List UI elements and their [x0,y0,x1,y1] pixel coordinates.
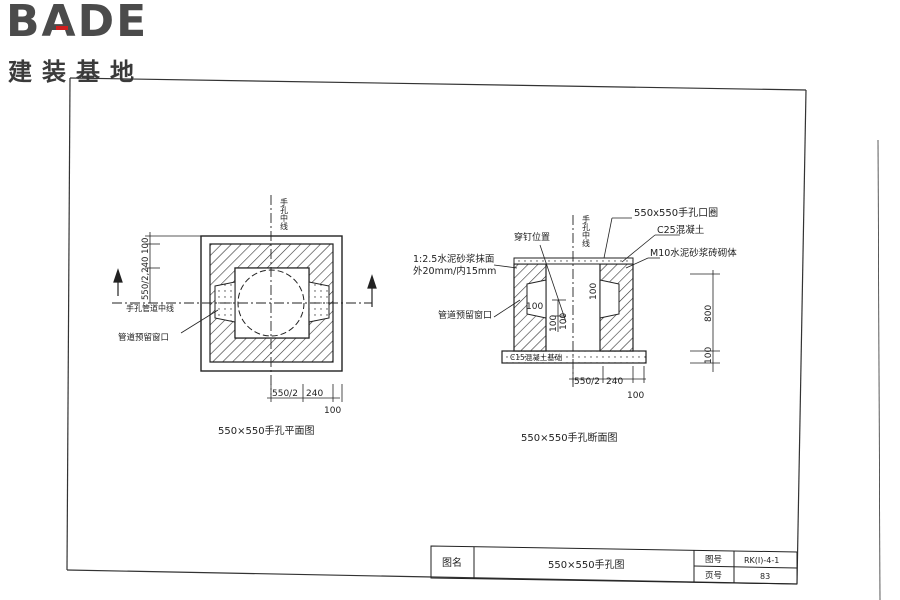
section-collar [513,257,634,265]
title-block-name-value: 550×550手孔图 [548,558,625,571]
section-label-nail: 穿钉位置 [514,231,550,243]
plan-dim-vertical [145,232,201,303]
section-dim-100-bottom: 100 [627,391,644,401]
section-label-center: 手孔中线 [582,214,591,247]
section-dim-240: 240 [606,377,623,387]
section-dim-100-c: 100 [559,313,569,330]
title-block-text: 图名 550×550手孔图 图号 RK(I)-4-1 页号 83 [442,555,779,581]
section-arrow-left [113,268,123,296]
plan-title: 550×550手孔平面图 [218,424,315,437]
title-block-page-label: 页号 [705,571,722,581]
section-label-plaster-1: 1:2.5水泥砂浆抹面 [413,253,494,265]
logo-subtitle: 建装基地 [8,58,144,86]
section-label-plaster-2: 外20mm/内15mm [413,265,496,277]
plan-dim-vertical-text: 550/2,240 100 [141,238,151,300]
plan-label-center: 手孔中线 [280,197,289,230]
sheet-frame [66,77,881,600]
logo-brand: BADE [6,0,149,47]
section-dim-bottom [569,366,646,383]
section-dim-half: 550/2 [574,377,600,387]
title-block-drawing-no-value: RK(I)-4-1 [744,556,779,565]
section-dim-100-a: 100 [526,302,543,312]
plan-dim-bottom [267,384,343,402]
section-dim-800: 800 [704,305,714,322]
section-label-c25: C25混凝土 [657,224,705,236]
section-arrow-right [367,274,377,307]
section-leaders [493,217,680,323]
plan-label-pipe-window: 管道预留窗口 [118,332,169,343]
section-title: 550×550手孔断面图 [521,431,618,444]
section-pipe-windows [526,279,620,319]
section-label-pipe-window: 管道预留窗口 [438,309,492,321]
plan-pipe-windows [214,281,330,323]
plan-base-outline [200,235,343,372]
title-block-name-label: 图名 [442,556,462,569]
section-dim-inner [552,299,566,332]
plan-label-pipe-center: 手孔管道中线 [126,303,174,313]
section-label-m10: M10水泥砂浆砖砌体 [650,247,737,259]
plan-dim-240: 240 [306,389,323,399]
section-dim-100-b: 100 [549,315,559,332]
section-dim-right [690,270,720,372]
plan-dim-100: 100 [324,406,341,416]
section-labels: 手孔中线 550x550手孔口圈 C25混凝土 M10水泥砂浆砖砌体 1:2.5… [413,206,737,444]
section-label-cover: 550x550手孔口圈 [634,206,718,219]
logo: BADE 建装基地 [6,0,181,86]
title-block-drawing-no-label: 图号 [705,555,722,565]
plan-dim-half: 550/2 [272,389,298,399]
title-block [430,545,798,585]
section-dim-100-d: 100 [589,283,599,300]
section-label-base: C15混凝土基础 [510,352,562,362]
plan-window-leader [180,309,219,334]
title-block-page-value: 83 [760,572,770,581]
logo-accent [56,26,68,30]
plan-view [112,195,377,402]
section-view [493,215,720,388]
section-dim-100-right: 100 [704,347,714,364]
plan-labels: 手孔中线 手孔管道中线 管道预留窗口 550/2,240 100 550/2 2… [118,197,341,437]
